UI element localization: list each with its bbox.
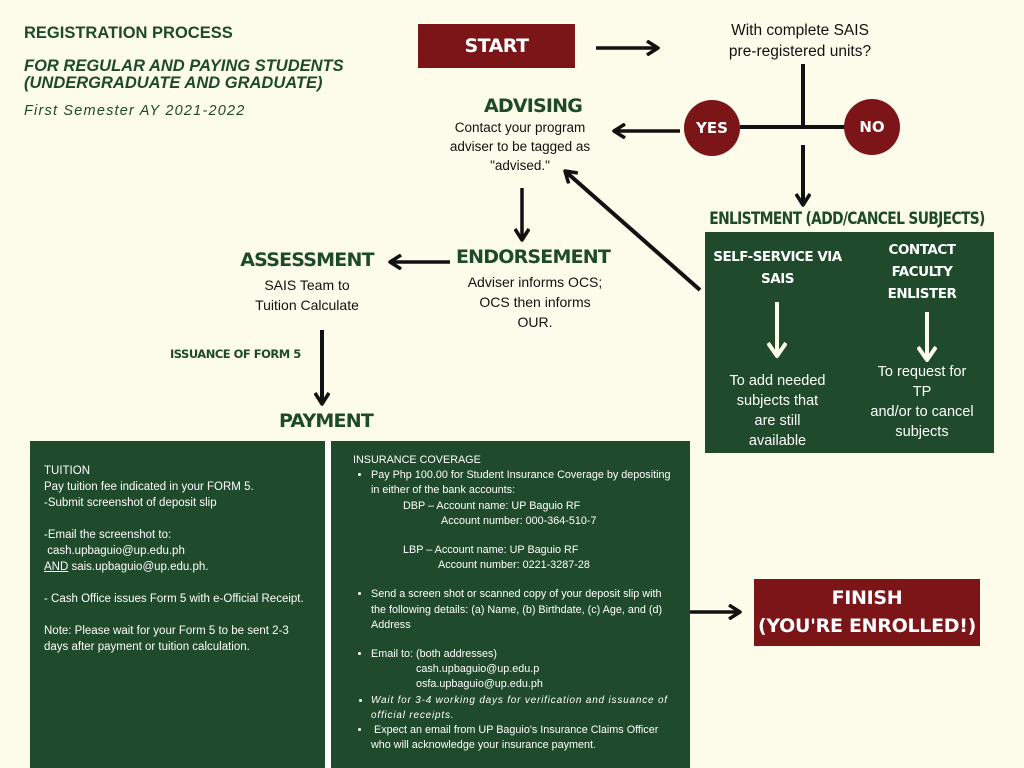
insurance-item: Expect an email from UP Baguio's Insuran… bbox=[371, 723, 676, 753]
assessment-title: ASSESSMENT bbox=[240, 249, 374, 271]
sais-email: sais.upbaguio@up.edu.ph. bbox=[68, 561, 209, 573]
yes-circle: YES bbox=[684, 100, 740, 156]
page-title: REGISTRATION PROCESS bbox=[24, 24, 233, 42]
semester-label: First Semester AY 2021-2022 bbox=[24, 103, 246, 119]
text-line: To add needed bbox=[729, 373, 826, 389]
insurance-item: Email to: (both addresses) cash.upbaguio… bbox=[371, 647, 676, 693]
enrolled-label: (YOU'RE ENROLLED!) bbox=[758, 615, 976, 637]
assessment-line: Tuition Calculate bbox=[255, 297, 359, 313]
sais-question: With complete SAIS pre-registered units? bbox=[700, 20, 900, 62]
insurance-send-text: Send a screen shot or scanned copy of yo… bbox=[371, 588, 663, 631]
insurance-item: Wait for 3-4 working days for verificati… bbox=[371, 693, 676, 723]
enlistment-arrows bbox=[705, 302, 994, 453]
sais-email-line: AND sais.upbaguio@up.edu.ph. bbox=[44, 559, 311, 575]
text-line: subjects bbox=[895, 424, 949, 440]
endorsement-description: Adviser informs OCS; OCS then informs OU… bbox=[435, 272, 635, 332]
heading-line: SELF-SERVICE VIA bbox=[713, 249, 842, 265]
heading-line: SAIS bbox=[761, 271, 794, 287]
cash-email: cash.upbaguio@up.edu.ph bbox=[44, 545, 185, 557]
endorsement-line: OUR. bbox=[517, 314, 553, 330]
text-line: subjects that bbox=[736, 393, 819, 409]
insurance-pay-text: Pay Php 100.00 for Student Insurance Cov… bbox=[371, 469, 671, 497]
arrow-enlistment-to-advising bbox=[565, 171, 702, 292]
dbp-account-name: DBP – Account name: UP Baguio RF bbox=[403, 499, 581, 512]
tuition-text: -Submit screenshot of deposit slip bbox=[44, 497, 217, 509]
heading-line: ENLISTER bbox=[887, 286, 957, 302]
self-service-description: To add needed subjects that are still av… bbox=[705, 371, 850, 451]
text-line: available bbox=[748, 433, 807, 449]
endorsement-line: OCS then informs bbox=[479, 294, 591, 310]
advising-title: ADVISING bbox=[483, 95, 583, 117]
text-line: To request for bbox=[877, 364, 967, 380]
subtitle-line-1: FOR REGULAR AND PAYING STUDENTS bbox=[24, 57, 344, 75]
insurance-email-2: osfa.upbaguio@up.edu.ph bbox=[416, 678, 543, 691]
enlistment-box: SELF-SERVICE VIA SAIS CONTACT FACULTY EN… bbox=[705, 232, 994, 453]
text-line: are still bbox=[754, 413, 801, 429]
tuition-text: -Email the screenshot to: bbox=[44, 529, 172, 541]
text-line: TP bbox=[912, 384, 932, 400]
insurance-email-to: Email to: (both addresses) bbox=[371, 648, 498, 661]
insurance-email-1: cash.upbaguio@up.edu.p bbox=[416, 663, 540, 676]
contact-enlister-description: To request for TP and/or to cancel subje… bbox=[850, 362, 994, 442]
subtitle-line-2: (UNDERGRADUATE AND GRADUATE) bbox=[24, 74, 323, 92]
advising-line: "advised." bbox=[490, 158, 550, 173]
finish-box: FINISH (YOU'RE ENROLLED!) bbox=[754, 579, 980, 646]
heading-line: CONTACT bbox=[888, 242, 956, 258]
question-line-2: pre-registered units? bbox=[728, 43, 872, 60]
self-service-heading: SELF-SERVICE VIA SAIS bbox=[705, 246, 850, 290]
insurance-heading: INSURANCE COVERAGE bbox=[353, 454, 481, 466]
insurance-box: INSURANCE COVERAGE Pay Php 100.00 for St… bbox=[331, 441, 690, 768]
endorsement-title: ENDORSEMENT bbox=[455, 246, 611, 268]
payment-title: PAYMENT bbox=[279, 410, 374, 432]
lbp-account-number: Account number: 0221-3287-28 bbox=[438, 559, 590, 572]
text-line: and/or to cancel bbox=[870, 404, 974, 420]
finish-label: FINISH bbox=[831, 587, 903, 609]
tuition-note: Note: Please wait for your Form 5 to be … bbox=[44, 625, 289, 653]
contact-enlister-heading: CONTACT FACULTY ENLISTER bbox=[850, 239, 994, 305]
heading-line: FACULTY bbox=[891, 264, 953, 280]
tuition-box: TUITION Pay tuition fee indicated in you… bbox=[30, 441, 325, 768]
tuition-text: - Cash Office issues Form 5 with e-Offic… bbox=[44, 593, 304, 605]
lbp-account-name: LBP – Account name: UP Baguio RF bbox=[403, 544, 579, 557]
assessment-line: SAIS Team to bbox=[264, 277, 350, 293]
no-circle: NO bbox=[844, 99, 900, 155]
question-line-1: With complete SAIS bbox=[731, 22, 869, 39]
tuition-heading: TUITION bbox=[44, 465, 90, 477]
issuance-of-form5-label: ISSUANCE OF FORM 5 bbox=[170, 347, 301, 361]
tuition-text: Pay tuition fee indicated in your FORM 5… bbox=[44, 481, 254, 493]
insurance-item: Send a screen shot or scanned copy of yo… bbox=[371, 587, 676, 647]
column-divider bbox=[325, 441, 331, 768]
insurance-wait-text: Wait for 3-4 working days for verificati… bbox=[371, 694, 668, 721]
advising-description: Contact your program adviser to be tagge… bbox=[420, 118, 620, 175]
endorsement-line: Adviser informs OCS; bbox=[467, 274, 603, 290]
and-label: AND bbox=[44, 561, 69, 573]
insurance-expect-text: Expect an email from UP Baguio's Insuran… bbox=[371, 724, 662, 752]
enlistment-title: ENLISTMENT (ADD/CANCEL SUBJECTS) bbox=[709, 209, 985, 228]
dbp-account-number: Account number: 000-364-510-7 bbox=[441, 514, 597, 527]
insurance-item: Pay Php 100.00 for Student Insurance Cov… bbox=[371, 468, 676, 587]
assessment-description: SAIS Team to Tuition Calculate bbox=[217, 275, 397, 315]
start-box: START bbox=[418, 24, 575, 68]
page-subtitle: FOR REGULAR AND PAYING STUDENTS (UNDERGR… bbox=[24, 58, 344, 92]
advising-line: adviser to be tagged as bbox=[449, 139, 591, 154]
advising-line: Contact your program bbox=[454, 120, 586, 135]
